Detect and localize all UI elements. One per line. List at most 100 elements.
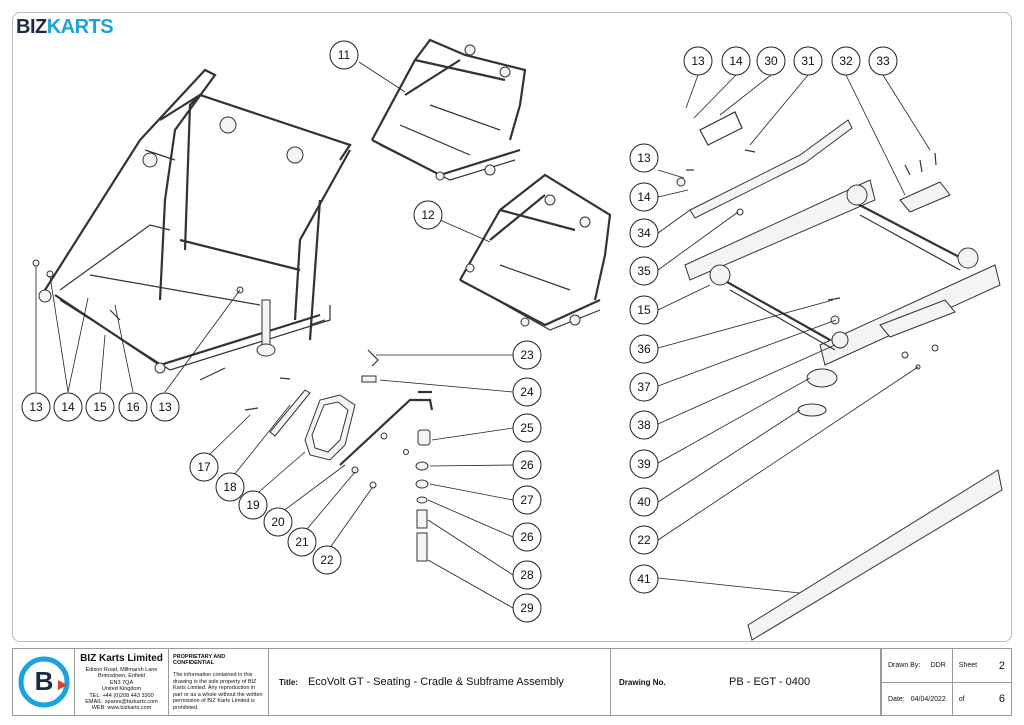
callout-number: 18 [223, 480, 237, 494]
callout-12: 12 [413, 200, 443, 230]
callout-circle [512, 485, 542, 515]
drawing-no-label: Drawing No. [619, 677, 666, 687]
large-seat-cradle [32, 68, 352, 381]
callout-30: 30 [756, 46, 786, 76]
callout-number: 27 [520, 493, 534, 507]
callout-34: 34 [629, 218, 659, 248]
callout-number: 37 [637, 380, 651, 394]
callout-14: 14 [53, 392, 83, 422]
company-info-cell: BIZ Karts Limited Edison Road, Millmarsh… [75, 649, 169, 715]
callout-13: 13 [683, 46, 713, 76]
sheet-total-cell: of 6 [951, 682, 1011, 715]
callout-number: 13 [637, 151, 651, 165]
callout-26: 26 [512, 522, 542, 552]
callout-24: 24 [512, 377, 542, 407]
callout-circle [512, 450, 542, 480]
address-line: United Kingdom [101, 686, 142, 693]
callout-circle [721, 46, 751, 76]
meta-cells: Drawn By: DDR Sheet 2 Date: 04/04/2022 o… [881, 649, 1011, 715]
callout-29: 29 [512, 593, 542, 623]
callout-number: 29 [520, 601, 534, 615]
callout-number: 39 [637, 457, 651, 471]
proprietary-text: The information contained in this drawin… [173, 672, 263, 711]
callout-circle [629, 256, 659, 286]
date-value: 04/04/2022 [910, 695, 946, 703]
callout-number: 17 [197, 460, 211, 474]
title-label: Title: [279, 677, 298, 687]
callout-22: 22 [629, 525, 659, 555]
callout-28: 28 [512, 560, 542, 590]
svg-text:B: B [34, 666, 53, 696]
callout-20: 20 [263, 507, 293, 537]
callout-13: 13 [21, 392, 51, 422]
callout-number: 11 [338, 48, 351, 62]
callout-35: 35 [629, 256, 659, 286]
callout-14: 14 [721, 46, 751, 76]
callout-circle [263, 507, 293, 537]
title-block: B BIZ Karts Limited Edison Road, Millmar… [12, 648, 1012, 716]
callout-circle [629, 449, 659, 479]
drawn-by-cell: Drawn By: DDR [881, 649, 952, 682]
callout-number: 38 [637, 418, 651, 432]
address-line: Brimsdown, Enfield [97, 673, 146, 680]
callout-number: 36 [637, 342, 651, 356]
callout-circle [215, 472, 245, 502]
callout-21: 21 [287, 527, 317, 557]
logo-part-karts: KARTS [46, 16, 114, 38]
callout-circle [831, 46, 861, 76]
callout-number: 21 [295, 535, 309, 549]
callout-circle [629, 295, 659, 325]
callout-number: 13 [29, 400, 43, 414]
callout-number: 13 [691, 54, 705, 68]
address-line: WEB: www.bizkarts.com [91, 705, 152, 712]
callout-15: 15 [85, 392, 115, 422]
callout-circle [629, 143, 659, 173]
drawing-frame [12, 12, 1012, 642]
callout-number: 20 [271, 515, 285, 529]
callout-number: 19 [246, 498, 260, 512]
of-label: of [958, 695, 965, 703]
callout-number: 26 [520, 530, 534, 544]
callout-circle [238, 490, 268, 520]
callout-number: 16 [126, 400, 140, 414]
callout-circle [512, 377, 542, 407]
callout-circle [512, 593, 542, 623]
callout-circle [512, 413, 542, 443]
callout-number: 12 [421, 208, 435, 222]
callout-25: 25 [512, 413, 542, 443]
callout-circle [329, 40, 359, 70]
callout-16: 16 [118, 392, 148, 422]
callout-number: 14 [729, 54, 743, 68]
seat-hardware-parts [244, 349, 434, 562]
callout-circle [756, 46, 786, 76]
callout-26: 26 [512, 450, 542, 480]
callout-number: 32 [839, 54, 853, 68]
address-line: Edison Road, Millmarsh Lane [85, 667, 158, 673]
callout-circle [629, 218, 659, 248]
callout-number: 15 [93, 400, 107, 414]
callout-27: 27 [512, 485, 542, 515]
drawing-number-cell: Drawing No. PB - EGT - 0400 [611, 649, 881, 715]
callout-circle [53, 392, 83, 422]
callout-circle [118, 392, 148, 422]
callout-22: 22 [312, 545, 342, 575]
callout-19: 19 [238, 490, 268, 520]
callout-number: 25 [520, 421, 534, 435]
callout-number: 41 [637, 572, 651, 586]
callout-circle [287, 527, 317, 557]
callout-circle [512, 340, 542, 370]
sheet-label: Sheet [958, 662, 978, 669]
callout-circle [512, 522, 542, 552]
drawn-by-label: Drawn By: [888, 662, 921, 669]
callout-36: 36 [629, 334, 659, 364]
callout-number: 22 [637, 533, 651, 547]
callout-number: 31 [801, 54, 815, 68]
drawing-number: PB - EGT - 0400 [729, 676, 811, 688]
drawing-title-cell: Title: EcoVolt GT - Seating - Cradle & S… [269, 649, 611, 715]
callout-number: 14 [637, 190, 651, 204]
callout-23: 23 [512, 340, 542, 370]
biz-karts-b-logo-icon: B [18, 656, 69, 708]
logo-part-biz: BIZ [16, 16, 47, 38]
callout-number: 30 [764, 54, 778, 68]
callout-circle [793, 46, 823, 76]
